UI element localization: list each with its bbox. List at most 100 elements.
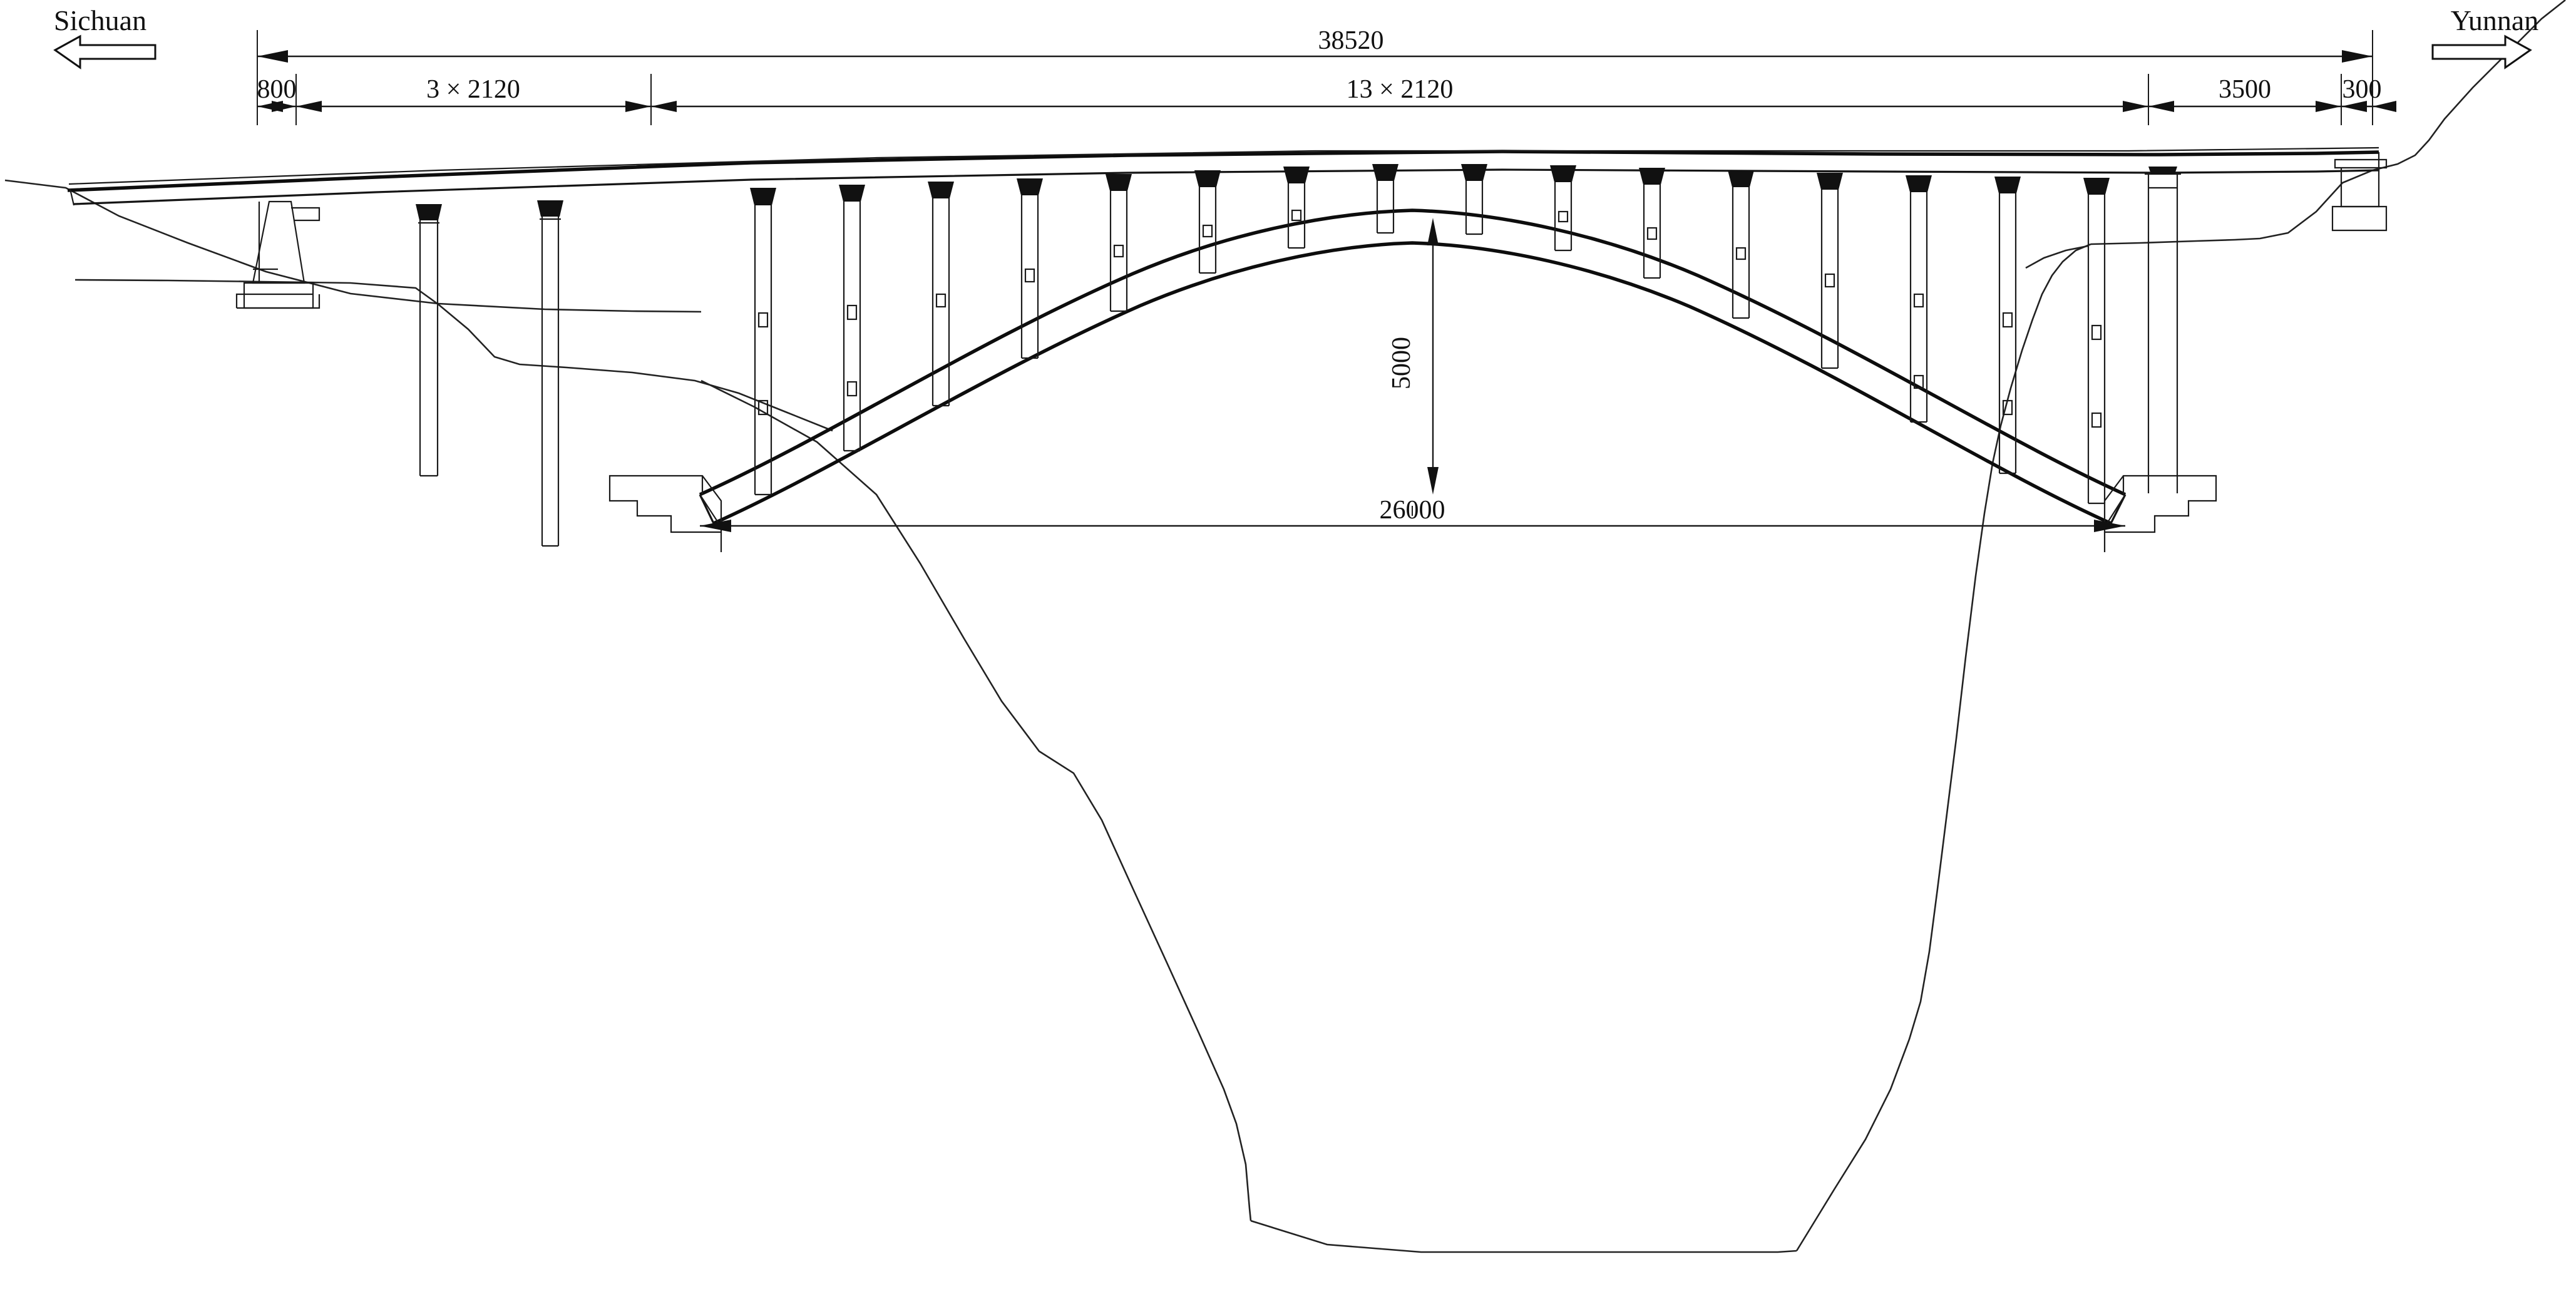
right-springing-foundation xyxy=(2103,475,2217,552)
pier-2-capital xyxy=(537,200,563,217)
dimension-arch-rise: 5000 xyxy=(1387,218,1439,495)
dim-arrow-3500-left xyxy=(2148,101,2174,112)
column-capital xyxy=(2083,178,2110,195)
dim-arrow-300-left xyxy=(2341,101,2367,112)
column-opening xyxy=(1735,247,1747,260)
spandrel-column xyxy=(1994,177,2021,475)
spandrel-columns xyxy=(750,164,2110,505)
terrain-right-valley-wall xyxy=(1795,243,2091,1251)
column-opening xyxy=(1202,224,1213,238)
left-abutment-shelf xyxy=(291,207,321,222)
column-capital xyxy=(1817,173,1843,190)
arrow-left-outline-icon xyxy=(53,34,157,69)
column-opening xyxy=(1024,268,1035,283)
right-abutment-stem xyxy=(2340,168,2380,208)
column-opening xyxy=(2002,399,2013,416)
left-foundation-steps xyxy=(608,475,722,533)
arrow-right-outline-icon xyxy=(2431,34,2532,69)
left-abutment-footing xyxy=(243,282,314,309)
dim-label-arch-rise: 5000 xyxy=(1387,337,1416,389)
dim-arrow-right xyxy=(2342,50,2373,63)
column-capital xyxy=(1550,165,1576,182)
column-capital xyxy=(1017,178,1043,195)
column-opening xyxy=(935,293,947,308)
dim-label-left-end: 800 xyxy=(257,75,297,104)
right-direction-label: Yunnan xyxy=(2451,4,2539,36)
dim-label-right-end: 300 xyxy=(2343,75,2382,104)
dim-arrow-3x2120-left xyxy=(296,101,322,112)
right-pier-bearing xyxy=(2148,167,2177,174)
spandrel-column xyxy=(750,188,776,496)
rise-arrow-top xyxy=(1427,218,1439,245)
deck-group xyxy=(67,146,2380,206)
left-springing-foundation xyxy=(608,475,722,552)
left-abutment xyxy=(235,200,321,309)
right-foundation-steps xyxy=(2103,475,2217,533)
terrain-left-surface xyxy=(4,179,702,313)
spandrel-column xyxy=(1106,174,1132,312)
terrain-valley-bed xyxy=(1250,1220,1797,1253)
column-opening xyxy=(846,381,858,397)
dim-label-right-span: 3500 xyxy=(2219,75,2271,104)
dim-label-arch-span: 26000 xyxy=(1380,496,1445,525)
column-capital xyxy=(1994,177,2021,193)
arch-extrados xyxy=(699,208,2127,496)
terrain-group xyxy=(4,0,2566,1253)
spandrel-column xyxy=(1639,168,1665,279)
span-arrow-left xyxy=(700,520,731,532)
column-opening xyxy=(1646,227,1658,240)
spandrel-column xyxy=(1372,164,1398,234)
rise-arrow-bottom xyxy=(1427,467,1439,495)
left-foundation-skewback xyxy=(699,494,722,528)
dim-arrow-left xyxy=(257,50,288,63)
column-opening xyxy=(846,304,858,321)
column-opening xyxy=(1291,209,1302,222)
column-opening xyxy=(2091,412,2102,428)
column-capital xyxy=(1283,167,1310,183)
terrain-right-step xyxy=(2025,245,2088,269)
right-tall-pier xyxy=(2145,167,2181,493)
dim-arrow-300-right xyxy=(2373,101,2396,112)
left-direction-label: Sichuan xyxy=(54,4,146,36)
column-opening xyxy=(1824,273,1835,288)
terrain-right-bench xyxy=(2090,0,2566,245)
arch-intrados xyxy=(712,241,2112,525)
column-capital xyxy=(1106,174,1132,191)
column-opening xyxy=(2091,324,2102,341)
left-abutment-outline-side xyxy=(235,293,321,309)
spandrel-column xyxy=(1728,170,1754,319)
dim-arrow-13x2120-left xyxy=(651,101,677,112)
column-opening xyxy=(1557,210,1569,223)
spandrel-column xyxy=(1550,165,1576,252)
column-opening xyxy=(2002,312,2013,328)
column-capital xyxy=(1639,168,1665,185)
deck-handrail-line xyxy=(68,146,2379,185)
column-capital xyxy=(1906,175,1932,192)
pier-1-capital xyxy=(416,204,442,220)
column-opening xyxy=(757,399,769,416)
rise-text-mask xyxy=(1388,313,1426,413)
column-capital xyxy=(1194,170,1221,187)
left-abutment-body xyxy=(252,200,305,284)
dim-arrow-3x2120-right xyxy=(625,101,651,112)
right-foundation-skewback xyxy=(2104,494,2126,528)
right-direction-indicator: Yunnan xyxy=(2431,4,2539,69)
column-opening xyxy=(1913,374,1924,389)
dim-label-left-spans: 3 × 2120 xyxy=(426,75,520,104)
dimension-arch-span: 26000 xyxy=(700,496,2125,532)
spandrel-column xyxy=(1283,167,1310,249)
spandrel-column xyxy=(1817,173,1843,369)
column-opening xyxy=(1913,293,1924,308)
column-opening xyxy=(1113,244,1124,258)
column-capital xyxy=(750,188,776,205)
dim-arrow-13x2120-right xyxy=(2123,101,2148,112)
spandrel-column xyxy=(1017,178,1043,359)
column-capital xyxy=(839,185,865,202)
column-capital xyxy=(928,182,954,198)
span-arrow-right xyxy=(2094,520,2125,532)
dim-label-total-length: 38520 xyxy=(1318,26,1384,55)
deck-soffit xyxy=(73,168,2379,205)
column-capital xyxy=(1372,164,1398,181)
